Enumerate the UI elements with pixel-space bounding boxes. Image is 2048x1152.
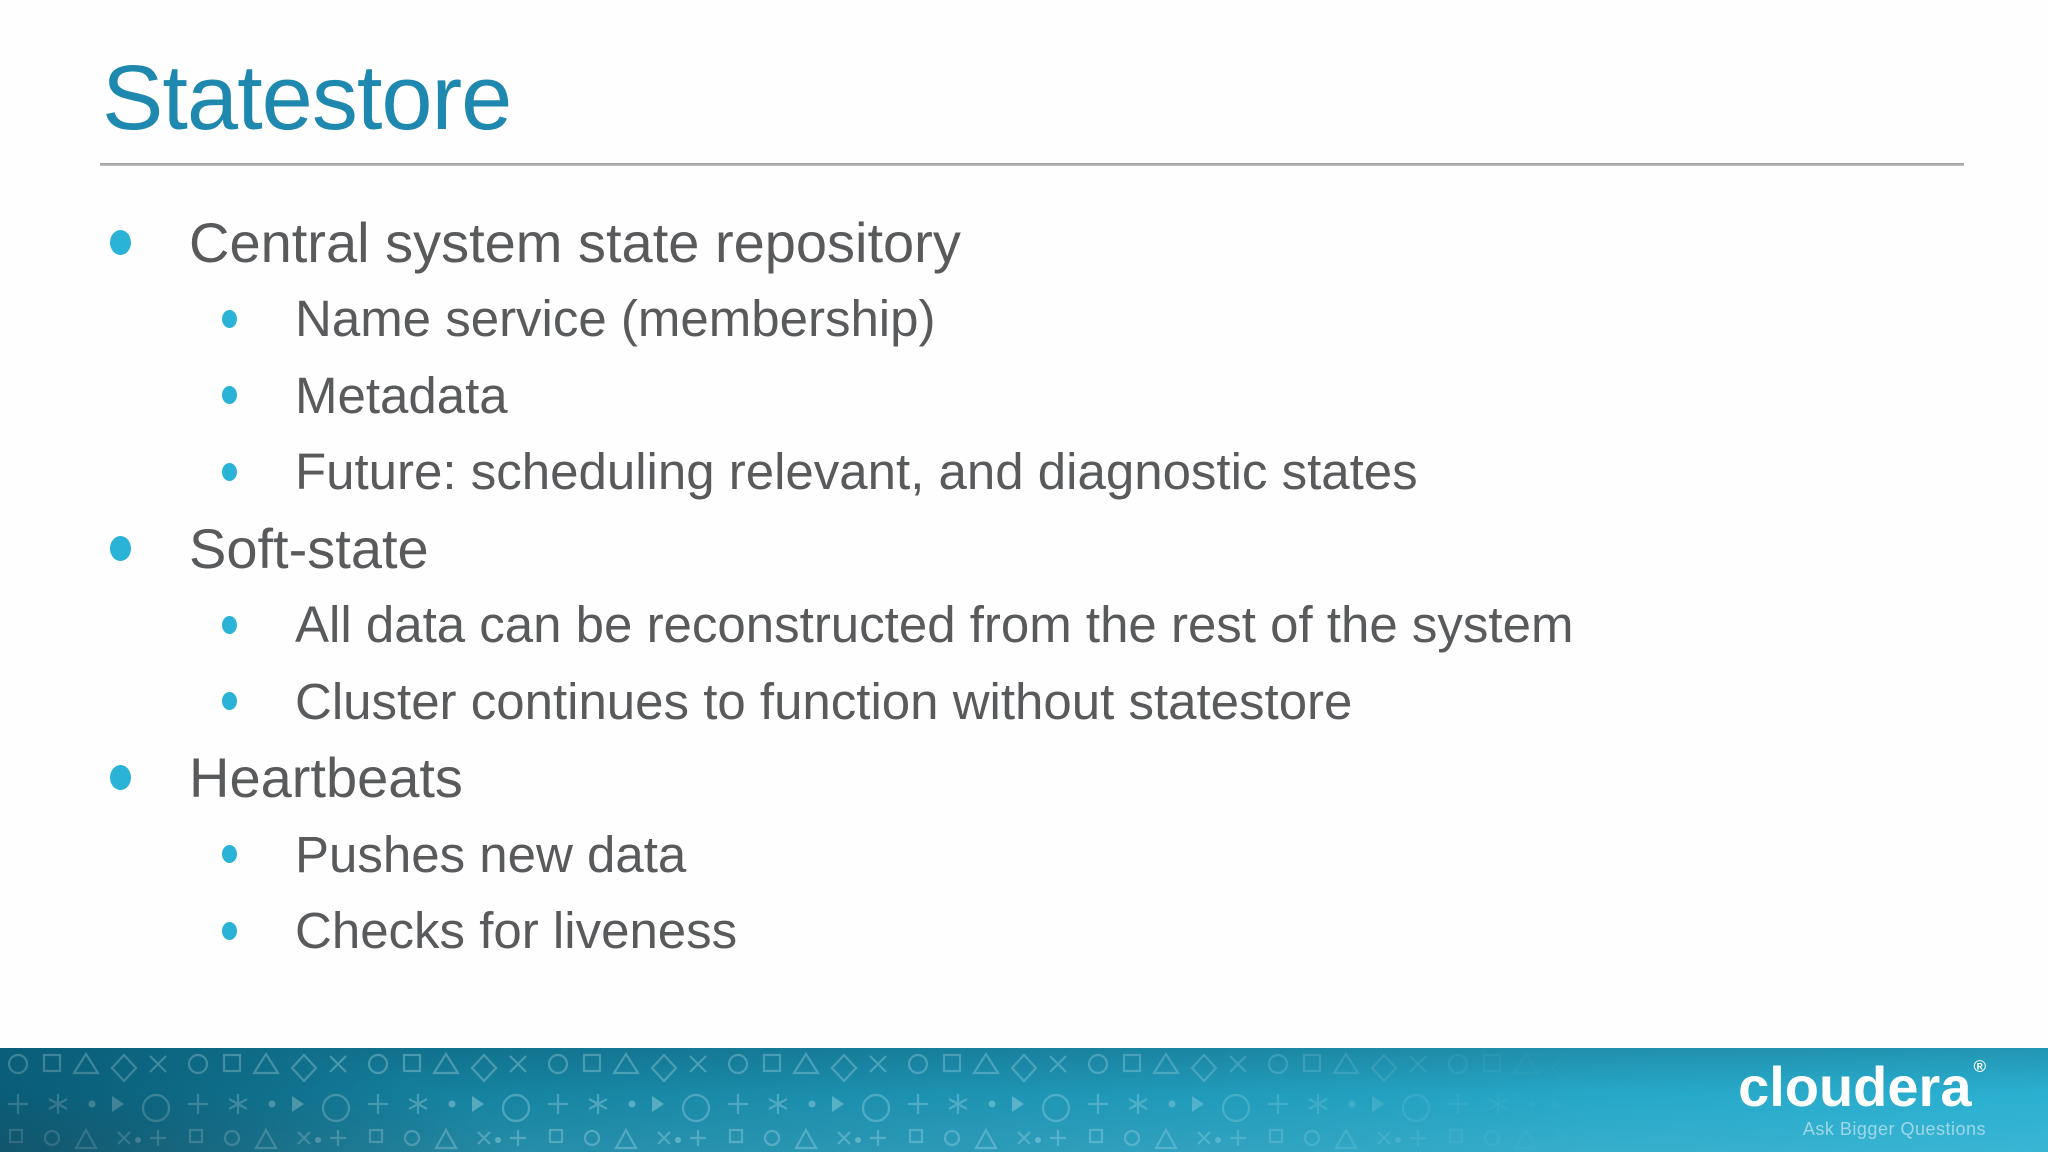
bullet-text: Central system state repository	[189, 210, 961, 274]
bullet-item: All data can be reconstructed from the r…	[0, 587, 2048, 664]
bullet-item: Cluster continues to function without st…	[0, 663, 2048, 740]
cloudera-logo: cloudera® Ask Bigger Questions	[1738, 1058, 1986, 1140]
bullet-icon	[222, 692, 237, 711]
bullet-text: Future: scheduling relevant, and diagnos…	[295, 443, 1418, 501]
bullet-item: Pushes new data	[0, 816, 2048, 893]
bullet-text: Pushes new data	[295, 825, 687, 883]
bullet-icon	[222, 309, 237, 328]
bullet-item: Metadata	[0, 357, 2048, 434]
bullet-text: Heartbeats	[189, 746, 463, 810]
bullet-text: Name service (membership)	[295, 290, 936, 348]
bullet-icon	[222, 845, 237, 864]
bullet-item: Name service (membership)	[0, 281, 2048, 358]
bullet-text: Checks for liveness	[295, 902, 738, 960]
bullet-item: Checks for liveness	[0, 893, 2048, 970]
bullet-text: Soft-state	[189, 516, 429, 580]
bullet-item: Central system state repository	[0, 204, 2048, 281]
bullet-icon	[222, 462, 237, 481]
bullet-text: All data can be reconstructed from the r…	[295, 596, 1574, 654]
bullet-icon	[222, 386, 237, 405]
bullet-icon	[110, 765, 131, 791]
bullet-list: Central system state repository Name ser…	[0, 204, 2048, 969]
bullet-icon	[110, 229, 131, 255]
cloudera-wordmark-text: cloudera	[1738, 1055, 1972, 1118]
slide-title: Statestore	[102, 47, 512, 149]
bullet-text: Cluster continues to function without st…	[295, 672, 1353, 730]
bullet-icon	[222, 921, 237, 940]
bullet-item: Soft-state	[0, 510, 2048, 587]
bullet-icon	[222, 615, 237, 634]
brand-tagline: Ask Bigger Questions	[1802, 1119, 1986, 1139]
bullet-item: Heartbeats	[0, 740, 2048, 817]
registered-trademark-icon: ®	[1973, 1057, 1986, 1076]
bullet-item: Future: scheduling relevant, and diagnos…	[0, 434, 2048, 511]
title-divider	[100, 163, 1964, 166]
bullet-icon	[110, 535, 131, 561]
cloudera-wordmark: cloudera®	[1738, 1058, 1986, 1115]
bullet-text: Metadata	[295, 366, 508, 424]
